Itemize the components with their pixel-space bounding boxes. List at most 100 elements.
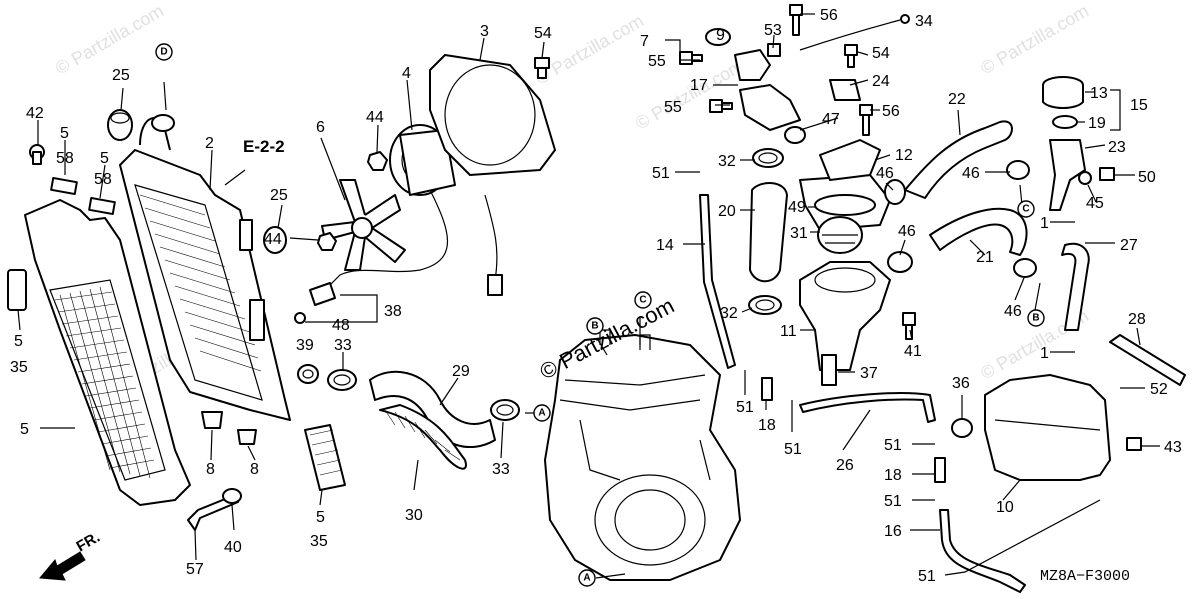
clamp-32a: [752, 148, 784, 168]
callout-48: 48: [332, 317, 350, 334]
filler-23: [1049, 139, 1086, 211]
callout-9: 9: [716, 27, 725, 44]
hose-14: [699, 194, 736, 369]
callout-25: 25: [112, 67, 130, 84]
callout-33: 33: [334, 337, 352, 354]
callout-44: 44: [264, 231, 282, 248]
callout-22: 22: [948, 91, 966, 108]
svg-text:C: C: [639, 295, 646, 306]
callout-32: 32: [718, 153, 736, 170]
front-arrow: [38, 551, 86, 581]
marker-c2: C: [1017, 200, 1035, 218]
reference-label: E-2-2: [243, 137, 285, 156]
callout-58: 58: [56, 150, 74, 167]
callout-8: 8: [206, 461, 215, 478]
callout-43: 43: [1164, 439, 1182, 456]
callout-39: 39: [296, 337, 314, 354]
callout-50: 50: [1138, 169, 1156, 186]
callout-45: 45: [1086, 195, 1104, 212]
callout-36: 36: [952, 375, 970, 392]
reserve-tank-10: [984, 374, 1111, 481]
callout-10: 10: [996, 499, 1014, 516]
callout-51: 51: [884, 493, 902, 510]
clamp-46a: [884, 179, 906, 205]
seal-19: [1052, 115, 1078, 129]
callout-40: 40: [224, 539, 242, 556]
radiator-tab: [239, 219, 253, 251]
callout-57: 57: [186, 561, 204, 578]
radiator: [119, 149, 291, 421]
reserve-cap-13: [1042, 76, 1084, 109]
callout-51: 51: [652, 165, 670, 182]
callout-46: 46: [962, 165, 980, 182]
joint-18b: [934, 457, 946, 483]
callout-56: 56: [820, 7, 838, 24]
callout-51: 51: [784, 441, 802, 458]
front-label: FR.: [74, 529, 103, 556]
hose-27: [1061, 242, 1090, 331]
grommet-25a: [107, 109, 133, 141]
watermark-4: © Partzilla.com: [977, 0, 1092, 78]
thermo-switch-38: [309, 282, 336, 306]
wire-34: [799, 19, 901, 51]
callout-8: 8: [250, 461, 259, 478]
callout-32: 32: [720, 305, 738, 322]
callout-53: 53: [764, 22, 782, 39]
fan-shroud: [429, 54, 556, 176]
callout-58: 58: [94, 171, 112, 188]
grommet-d: [151, 114, 175, 132]
callout-47: 47: [822, 111, 840, 128]
pad-35b: [304, 424, 346, 491]
cooling-fan: [321, 179, 406, 271]
callout-14: 14: [656, 237, 674, 254]
bolt-50: [1099, 167, 1115, 181]
callout-24: 24: [872, 73, 890, 90]
collar-8b: [237, 429, 257, 445]
svg-text:B: B: [1032, 313, 1039, 324]
callout-41: 41: [904, 343, 922, 360]
callout-38: 38: [384, 303, 402, 320]
callout-6: 6: [316, 119, 325, 136]
callout-51: 51: [884, 437, 902, 454]
seal-58a: [50, 177, 78, 195]
callout-21: 21: [976, 249, 994, 266]
svg-text:A: A: [583, 573, 590, 584]
callout-5: 5: [20, 421, 29, 438]
hose-22: [904, 120, 1013, 199]
callout-35: 35: [10, 359, 28, 376]
bolt-42: [29, 144, 45, 165]
fitting-37: [821, 354, 837, 386]
seal-58b: [88, 197, 116, 215]
callout-46: 46: [898, 223, 916, 240]
bolt-56a: [789, 4, 803, 36]
nut-44b: [317, 232, 337, 251]
callout-5: 5: [60, 125, 69, 142]
callout-28: 28: [1128, 311, 1146, 328]
callout-35: 35: [310, 533, 328, 550]
bolt-53: [767, 43, 781, 57]
callout-29: 29: [452, 363, 470, 380]
oring-49: [814, 194, 876, 216]
oring-47: [784, 126, 806, 144]
fan-motor: [389, 124, 456, 196]
hose-30: [379, 404, 467, 470]
svg-text:D: D: [160, 47, 167, 58]
callout-23: 23: [1108, 139, 1126, 156]
svg-text:B: B: [591, 321, 598, 332]
marker-a1: A: [533, 404, 551, 422]
callout-3: 3: [480, 23, 489, 40]
callout-33: 33: [492, 461, 510, 478]
pad-35a: [7, 269, 27, 311]
collar-45: [1078, 171, 1092, 185]
filler-neck-17: [734, 49, 801, 131]
hose-26: [799, 392, 936, 423]
hose-21: [929, 207, 1028, 256]
callout-52: 52: [1150, 381, 1168, 398]
callout-46: 46: [1004, 303, 1022, 320]
callout-54: 54: [872, 45, 890, 62]
callout-30: 30: [405, 507, 423, 524]
callout-55: 55: [664, 99, 682, 116]
bolt-54a: [534, 57, 550, 79]
callout-56: 56: [882, 103, 900, 120]
